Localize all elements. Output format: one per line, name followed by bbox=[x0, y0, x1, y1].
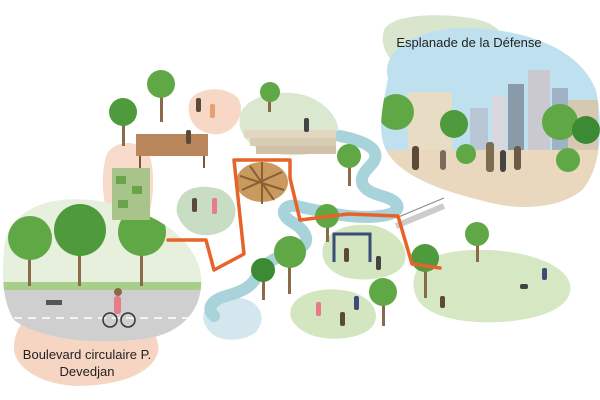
tree bbox=[542, 104, 578, 140]
ramp bbox=[394, 197, 446, 229]
boulevard-label: Boulevard circulaire P. Devedjan bbox=[22, 347, 152, 379]
playground-frame bbox=[332, 232, 372, 262]
vertical-garden bbox=[112, 168, 150, 220]
pedestrians bbox=[412, 142, 521, 172]
tower bbox=[492, 96, 506, 150]
tree bbox=[440, 110, 468, 138]
blob-lawn-right bbox=[413, 249, 571, 323]
tree bbox=[54, 204, 106, 286]
grass-strip bbox=[3, 282, 202, 290]
blob-blue-bottom bbox=[203, 297, 262, 340]
tree bbox=[147, 70, 175, 122]
river bbox=[204, 130, 404, 322]
trees bbox=[109, 70, 489, 326]
tower bbox=[508, 84, 524, 150]
route-line bbox=[166, 158, 442, 272]
tree bbox=[8, 216, 52, 286]
tree bbox=[556, 148, 580, 172]
bench bbox=[46, 300, 62, 305]
wooden-nest bbox=[236, 162, 288, 204]
cyclist bbox=[102, 288, 136, 328]
tree bbox=[456, 144, 476, 164]
boulevard-scene bbox=[3, 199, 202, 342]
tree bbox=[572, 116, 600, 144]
blob-lawn-bottom bbox=[290, 289, 376, 339]
stepped-seating bbox=[244, 130, 336, 154]
esplanade-label: Esplanade de la Défense bbox=[396, 35, 542, 50]
tree bbox=[381, 94, 414, 130]
tree bbox=[251, 258, 275, 300]
tree bbox=[109, 98, 137, 146]
blob-sage-mid bbox=[176, 186, 236, 236]
tower bbox=[470, 108, 488, 150]
tree bbox=[369, 278, 397, 326]
tree bbox=[274, 236, 306, 294]
blob-lawn-center bbox=[322, 224, 406, 280]
tree bbox=[337, 144, 361, 186]
tree bbox=[465, 222, 489, 262]
esplanade-scene bbox=[381, 27, 600, 207]
tree bbox=[260, 82, 280, 112]
park-people bbox=[186, 98, 547, 326]
